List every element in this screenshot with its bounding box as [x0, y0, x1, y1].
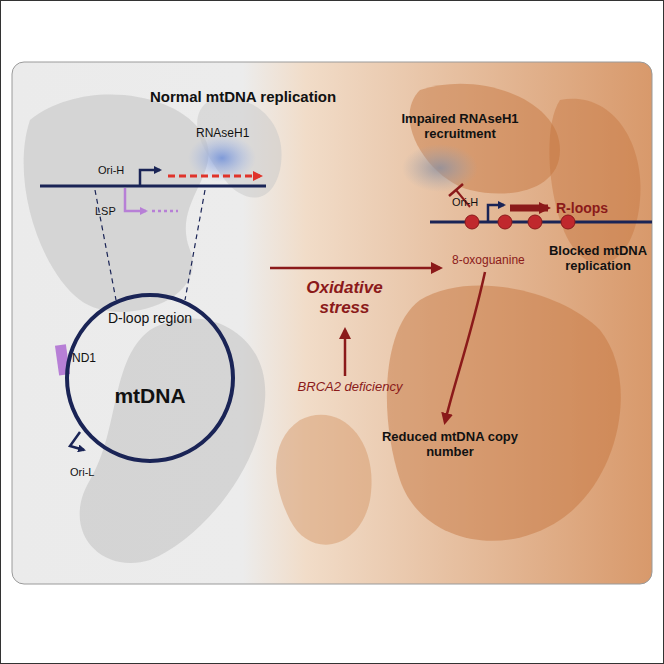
origin-label: Ori-H [98, 164, 138, 177]
origin-label: Ori-L [70, 466, 110, 479]
protein-label: RNAseH1 [196, 127, 276, 141]
node-title: mtDNA [94, 384, 206, 408]
lesion-label: 8-oxoguanine [452, 254, 547, 268]
mtdna-circle: D-loop region mtDNA [64, 292, 236, 464]
promoter-label: LSP [95, 205, 125, 218]
effect-label: Reduced mtDNA copy number [375, 430, 525, 460]
gene-label: ND1 [72, 352, 112, 366]
rloop-label: R-loops [556, 200, 636, 216]
region-label: D-loop region [94, 310, 206, 326]
cause-label: BRCA2 deficiency [290, 380, 410, 395]
effect-label: Blocked mtDNA replication [548, 244, 648, 274]
stress-label: Oxidative stress [292, 278, 397, 317]
origin-label: Ori-H [452, 196, 488, 209]
panel-heading: Normal mtDNA replication [150, 88, 350, 105]
effect-label: Impaired RNAseH1 recruitment [385, 112, 535, 142]
